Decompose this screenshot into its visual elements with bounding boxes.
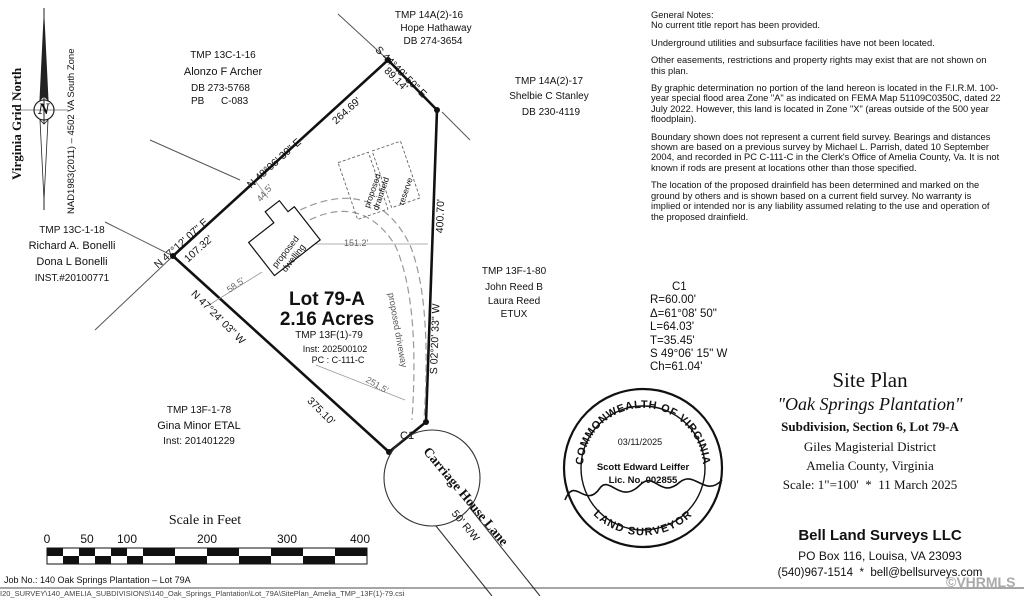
bearing-east-line: S 02°20' 33" W [428,303,443,375]
scale-tick-50: 50 [80,532,94,546]
parcel-13f178-owner: Gina Minor ETAL [157,420,241,432]
scale-bar [46,547,368,565]
seal-name: Scott Edward Leiffer [596,462,690,473]
parcel-13c118-owner1: Richard A. Bonelli [28,240,116,252]
parcel-13f180-owner1: John Reed B [485,282,543,293]
dimension-line [315,364,406,401]
cul-de-sac [383,429,481,527]
parcel-13c116-pb: PB C-083 [191,96,249,107]
parcel-14a217-db: DB 230-4119 [521,107,581,118]
curve-radius: R=60.00' [650,294,696,307]
parcel-13f178-tmp: TMP 13F-1-78 [166,405,232,416]
boundary-line [441,111,471,141]
plan-district: Giles Magisterial District [803,439,937,454]
parcel-13c116-owner: Alonzo F Archer [183,66,263,78]
plan-county: Amelia County, Virginia [806,458,934,473]
corner-marker [423,419,429,425]
curve-delta: Δ=61°08' 50" [650,307,717,320]
company-address: PO Box 116, Louisa, VA 23093 [798,549,962,563]
curve-label: C1 [672,281,687,293]
corner-marker [385,57,391,63]
scale-tick-200: 200 [196,532,218,546]
parcel-13c118-owner2: Dona L Bonelli [36,256,108,268]
lot-pc: PC : C-111-C [311,355,365,365]
north-letter: N [38,101,50,118]
parcel-14a217-owner: Shelbie C Stanley [509,91,589,102]
curve-table: C1 R=60.00' Δ=61°08' 50" L=64.03' T=35.4… [650,281,727,375]
file-path: I20_SURVEY\140_AMELIA_SUBDIVISIONS\140_O… [0,589,405,598]
plan-subdivision: Subdivision, Section 6, Lot 79-A [781,419,959,434]
boundary-line [337,13,389,61]
road-edge [469,507,541,596]
lot-inst: Inst: 202500102 [302,344,368,354]
scale-tick-100: 100 [116,532,138,546]
parcel-13c118-inst: INST.#20100771 [34,273,110,284]
surveyor-seal [562,387,724,549]
note-flood-zone: By graphic determination no portion of t… [651,83,1001,125]
grid-north-label: Virginia Grid North [9,67,24,180]
parcel-13c118-tmp: TMP 13C-1-18 [39,225,105,236]
boundary-line [104,221,174,257]
curve-length: L=64.03' [650,321,695,334]
plan-scale-date: Scale: 1"=100' * 11 March 2025 [782,477,958,492]
parcel-14a216-tmp: TMP 14A(2)-16 [394,10,464,21]
parcel-13c116-db: DB 273-5768 [191,83,250,94]
proposed-dwelling-outline [247,199,322,277]
proposed-driveway [299,210,415,421]
boundary-line [94,255,174,331]
company-contact: (540)967-1514 * bell@bellsurveys.com [777,567,983,579]
seal-date: 03/11/2025 [617,437,663,447]
corner-marker [170,253,176,259]
seal-top-text: COMMONWEALTH OF VIRGINIA [574,399,712,466]
lot-name: Lot 79-A [289,289,365,310]
general-notes: General Notes: No current title report h… [651,10,1003,229]
lot-acres: 2.16 Acres [279,309,375,330]
curve-chord-bearing: S 49°06' 15" W [650,348,728,361]
seal-bottom-text: LAND SURVEYOR [591,508,695,539]
note-easements: Other easements, restrictions and proper… [651,55,987,76]
parcel-14a216-owner: Hope Hathaway [400,23,472,34]
parcel-14a217-tmp: TMP 14A(2)-17 [514,76,584,87]
plan-subtitle: "Oak Springs Plantation" [777,394,963,414]
proposed-driveway [299,197,427,421]
scale-bar-title: Scale in Feet [168,513,242,528]
plan-title: Site Plan [832,368,908,392]
lot-tmp: TMP 13F(1)-79 [295,330,363,341]
scale-tick-0: 0 [43,532,51,546]
company-name: Bell Land Surveys LLC [798,527,962,544]
job-number: Job No.: 140 Oak Springs Plantation – Lo… [4,575,191,585]
road-edge [435,525,493,596]
note-boundary: Boundary shown does not represent a curr… [651,131,1000,173]
curve-tangent: T=35.45' [650,334,695,347]
parcel-13f180-tmp: TMP 13F-1-80 [481,266,547,277]
scale-tick-300: 300 [276,532,298,546]
notes-heading: General Notes: [651,10,714,20]
signature [564,478,723,501]
note-drainfield: The location of the proposed drainfield … [651,180,990,222]
dimension-line [208,271,263,306]
watermark: ©VHRMLS [946,574,1016,590]
parcel-13f180-owner2: Laura Reed [487,296,541,307]
dimension-151: 151.2' [344,238,369,248]
datum-label: NAD1983(2011) – 4502 VA South Zone [66,48,77,215]
parcel-13c116-tmp: TMP 13C-1-16 [190,50,256,61]
corner-marker [434,107,440,113]
boundary-line [149,139,241,181]
parcel-13f180-owner3: ETUX [500,309,528,320]
curve-chord: Ch=61.04' [650,361,703,374]
parcel-13f178-inst: Inst: 201401229 [163,436,235,447]
note-utilities: Underground utilities and subsurface fac… [651,37,935,48]
parcel-14a216-db: DB 274-3654 [403,36,463,47]
seal-license: Lic. No. 002855 [608,475,678,486]
title-block: Site Plan "Oak Springs Plantation" Subdi… [720,367,1020,494]
dimension-line [255,181,269,199]
note-title-report: No current title report has been provide… [651,20,820,31]
scale-tick-400: 400 [349,532,371,546]
north-arrow [20,8,68,210]
distance-east-line: 400.70' [434,198,448,234]
curve-c1-label: C1 [400,430,415,442]
lot-boundary [171,58,439,454]
